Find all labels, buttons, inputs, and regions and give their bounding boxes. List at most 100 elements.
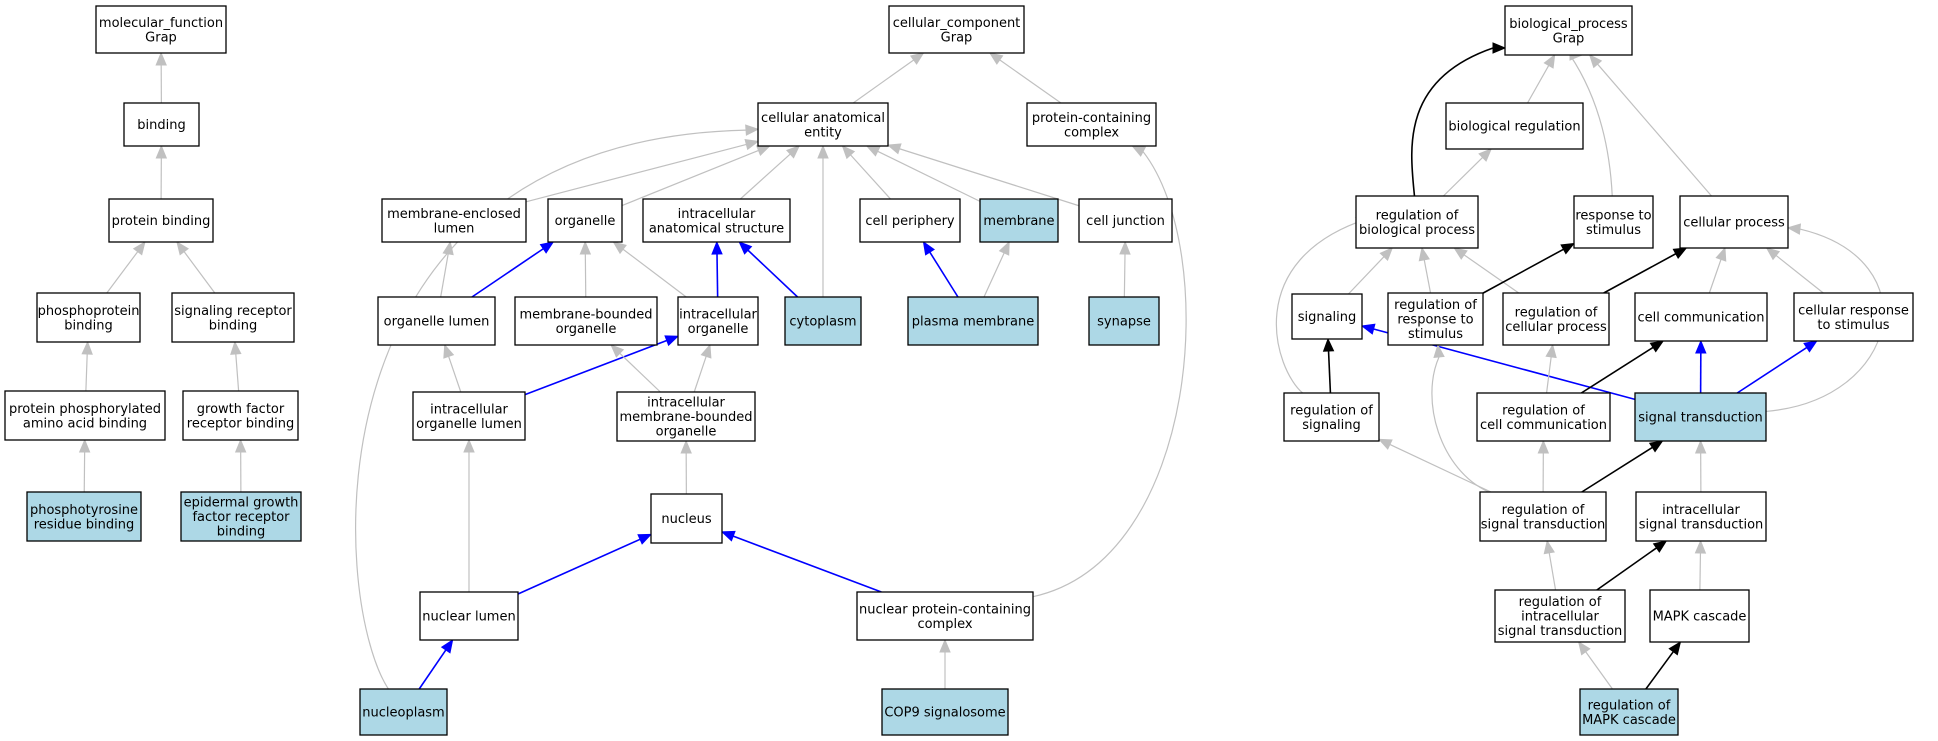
node-box[interactable] (1291, 293, 1363, 340)
node-nucleoplasm[interactable]: nucleoplasm (359, 688, 448, 736)
node-organelle[interactable]: organelle (547, 198, 623, 243)
node-box[interactable] (412, 391, 526, 441)
node-protein-binding[interactable]: protein binding (108, 198, 214, 243)
node-cop9[interactable]: COP9 signalosome (881, 688, 1009, 736)
node-binding[interactable]: binding (123, 102, 200, 147)
node-box[interactable] (1479, 491, 1607, 542)
node-box[interactable] (881, 688, 1009, 736)
node-box[interactable] (1494, 589, 1626, 643)
node-box[interactable] (1283, 392, 1380, 442)
node-box[interactable] (359, 688, 448, 736)
node-membrane[interactable]: membrane (979, 198, 1059, 243)
node-nuclear-lumen[interactable]: nuclear lumen (419, 591, 519, 641)
node-box[interactable] (377, 296, 496, 346)
node-box[interactable] (95, 5, 227, 54)
node-box[interactable] (381, 198, 527, 243)
node-box[interactable] (1793, 292, 1914, 342)
node-box[interactable] (907, 296, 1039, 346)
node-box[interactable] (171, 292, 295, 343)
node-cell-comm[interactable]: cell communication (1634, 292, 1768, 342)
node-mapk[interactable]: MAPK cascade (1649, 589, 1750, 643)
node-signaling[interactable]: signaling (1291, 293, 1363, 340)
node-box[interactable] (784, 296, 862, 346)
node-nucleus[interactable]: nucleus (650, 493, 723, 544)
node-box[interactable] (859, 198, 961, 243)
node-box[interactable] (1635, 491, 1767, 542)
node-box[interactable] (616, 391, 756, 442)
node-cell-proc[interactable]: cellular process (1679, 195, 1789, 249)
node-sig-trans[interactable]: signal transduction (1634, 392, 1767, 442)
node-label-line: response to (1397, 313, 1473, 328)
node-box[interactable] (642, 198, 791, 243)
node-box[interactable] (1355, 195, 1479, 249)
node-box[interactable] (419, 591, 519, 641)
node-box[interactable] (856, 591, 1034, 641)
node-box[interactable] (1387, 292, 1484, 346)
node-box[interactable] (36, 292, 141, 343)
node-plasma-membrane[interactable]: plasma membrane (907, 296, 1039, 346)
node-box[interactable] (1573, 195, 1654, 249)
node-cytoplasm[interactable]: cytoplasm (784, 296, 862, 346)
node-box[interactable] (182, 390, 299, 441)
node-box[interactable] (757, 102, 889, 147)
node-cell-junction[interactable]: cell junction (1078, 198, 1173, 243)
node-box[interactable] (1579, 688, 1679, 736)
node-box[interactable] (1634, 392, 1767, 442)
node-cell-periphery[interactable]: cell periphery (859, 198, 961, 243)
node-organelle-lumen[interactable]: organelle lumen (377, 296, 496, 346)
node-box[interactable] (547, 198, 623, 243)
node-box[interactable] (1634, 292, 1768, 342)
node-box[interactable] (1078, 198, 1173, 243)
node-box[interactable] (26, 491, 142, 542)
node-box[interactable] (514, 296, 658, 346)
node-box[interactable] (888, 5, 1025, 54)
node-box[interactable] (979, 198, 1059, 243)
node-box[interactable] (1476, 392, 1611, 442)
edge-sig_trans-to-cell_comm (1695, 339, 1707, 394)
node-box[interactable] (1088, 296, 1160, 346)
node-box[interactable] (650, 493, 723, 544)
node-box[interactable] (677, 296, 759, 346)
node-box[interactable] (1445, 102, 1584, 150)
node-box[interactable] (108, 198, 214, 243)
node-synapse[interactable]: synapse (1088, 296, 1160, 346)
node-box[interactable] (1504, 5, 1633, 56)
node-box[interactable] (1679, 195, 1789, 249)
node-box[interactable] (1026, 102, 1157, 147)
node-box[interactable] (180, 491, 302, 542)
node-box[interactable] (123, 102, 200, 147)
node-bio-reg[interactable]: biological regulation (1445, 102, 1584, 150)
node-box[interactable] (1649, 589, 1750, 643)
node-box[interactable] (1502, 292, 1610, 346)
node-box[interactable] (4, 390, 166, 441)
